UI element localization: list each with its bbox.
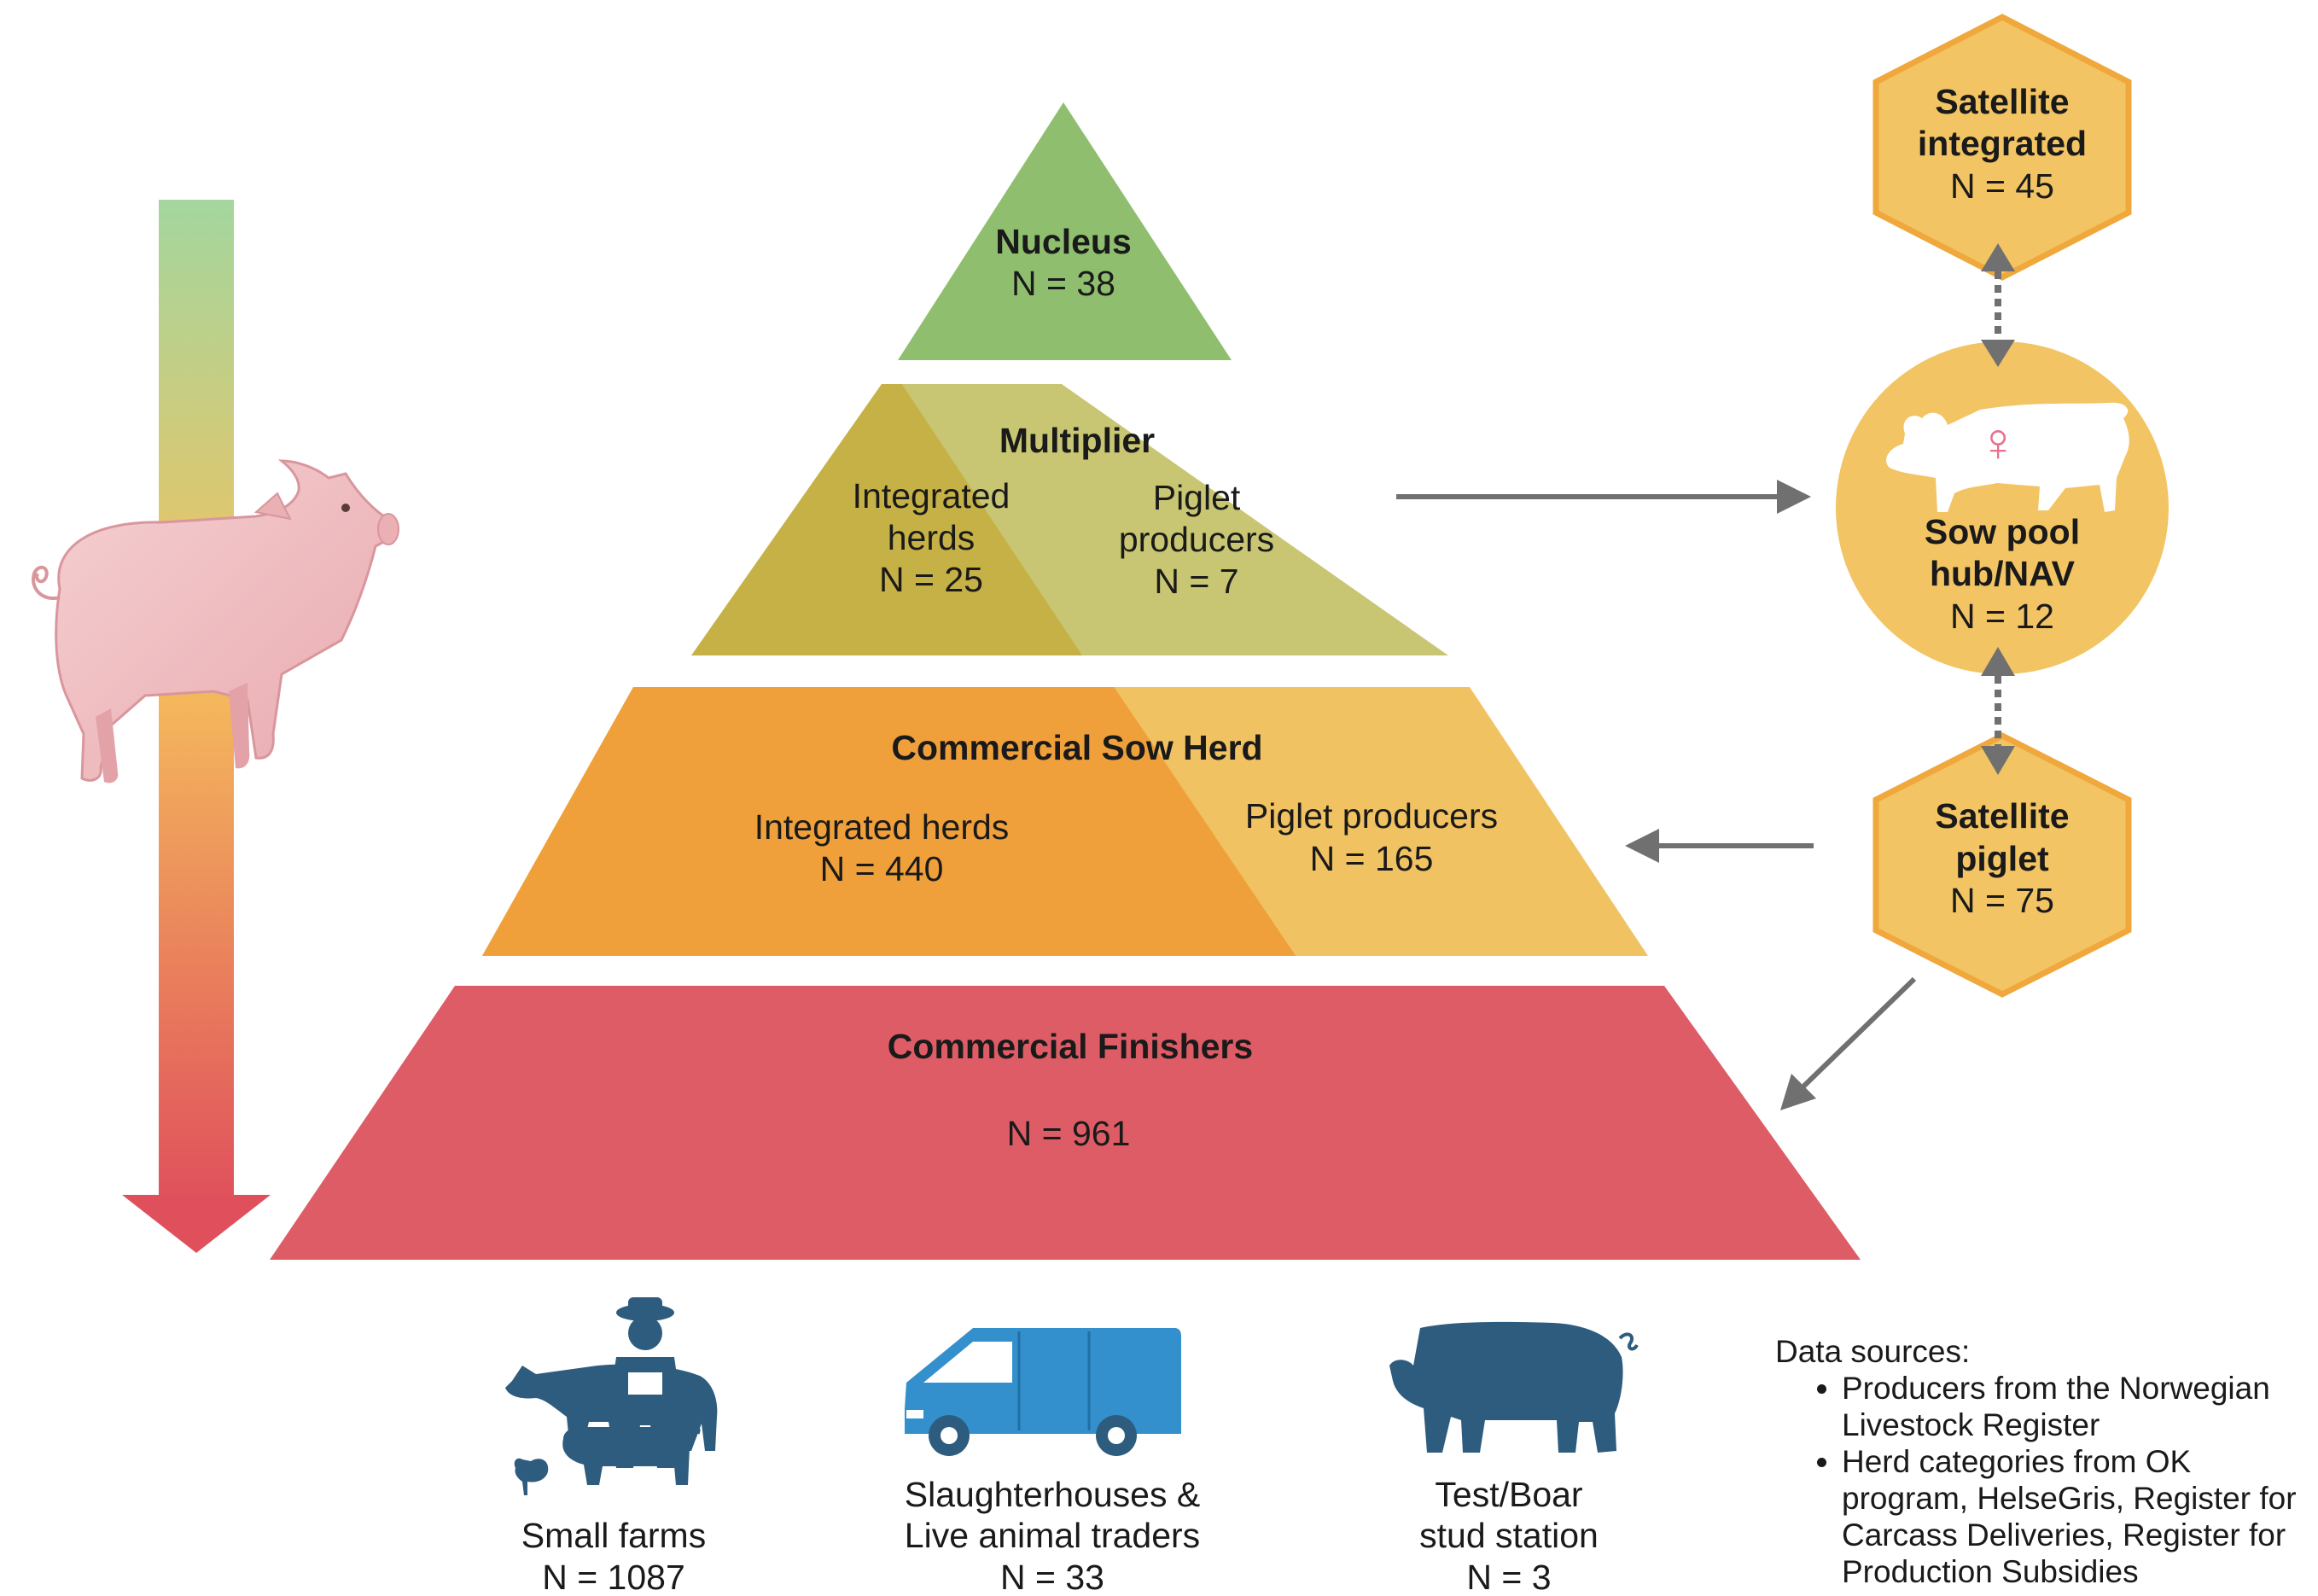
sow-integrated-label: Integrated herds [754, 807, 1010, 847]
female-symbol-icon: ♀ [1977, 411, 2018, 473]
data-source-item: Herd categories from OK program, HelseGr… [1842, 1443, 2318, 1590]
sow-piglet-label: Piglet producers [1245, 796, 1498, 836]
sow-pool-line2: hub/NAV [1930, 554, 2076, 593]
sow-herd-title: Commercial Sow Herd [891, 728, 1262, 767]
slaughter-count: N = 33 [1000, 1558, 1104, 1596]
small-farms-label: Small farms [521, 1516, 706, 1555]
slaughter-label-line2: Live animal traders [905, 1516, 1200, 1555]
multiplier-integrated-line1: Integrated [853, 476, 1010, 515]
satellite-integrated-line2: integrated [1918, 124, 2087, 163]
arrow-piglet-to-finishers [1800, 976, 1917, 1090]
test-boar-label-line2: stud station [1419, 1516, 1599, 1555]
satellite-integrated-count: N = 45 [1950, 166, 2054, 206]
data-sources-title: Data sources: [1775, 1334, 1971, 1369]
satellite-integrated-node: Satellite integrated N = 45 [1872, 14, 2132, 281]
piglet-illustration [32, 459, 399, 783]
sow-pool-hub-node: ♀ Sow pool hub/NAV N = 12 [1836, 341, 2169, 674]
sow-herd-tier: Commercial Sow Herd Integrated herds N =… [482, 687, 1648, 956]
slaughter-label-line1: Slaughterhouses & [905, 1475, 1200, 1514]
flow-arrows [1396, 243, 2015, 1110]
sow-pool-count: N = 12 [1950, 597, 2054, 636]
sow-pool-line1: Sow pool [1925, 512, 2080, 551]
small-farms-count: N = 1087 [542, 1558, 685, 1596]
nucleus-count: N = 38 [1011, 264, 1115, 303]
multiplier-integrated-line2: herds [888, 518, 976, 557]
test-boar-label-line1: Test/Boar [1435, 1475, 1582, 1514]
satellite-piglet-line2: piglet [1955, 839, 2049, 878]
multiplier-integrated-count: N = 25 [879, 560, 983, 599]
satellite-piglet-node: Satellite piglet N = 75 [1872, 732, 2132, 998]
van-icon [905, 1328, 1181, 1456]
multiplier-title: Multiplier [999, 421, 1155, 460]
finishers-count: N = 961 [1007, 1114, 1131, 1153]
multiplier-piglet-line2: producers [1119, 520, 1274, 559]
hierarchy-direction-arrow [122, 200, 271, 1253]
multiplier-tier: Multiplier Integrated herds N = 25 Pigle… [691, 384, 1448, 655]
satellite-piglet-count: N = 75 [1950, 881, 2054, 920]
finishers-title: Commercial Finishers [888, 1027, 1253, 1066]
sow-piglet-count: N = 165 [1310, 839, 1434, 878]
pig-icon [1389, 1321, 1639, 1453]
multiplier-piglet-line1: Piglet [1153, 478, 1241, 517]
data-sources-list: Producers from the Norwegian Livestock R… [1775, 1370, 2318, 1590]
nucleus-tier: Nucleus N = 38 [898, 102, 1232, 360]
farmer-livestock-icon [505, 1297, 718, 1495]
finishers-tier: Commercial Finishers N = 961 [270, 986, 1861, 1260]
test-boar-count: N = 3 [1466, 1558, 1551, 1596]
data-source-item: Producers from the Norwegian Livestock R… [1842, 1370, 2318, 1443]
satellite-integrated-line1: Satellite [1935, 82, 2069, 121]
sow-integrated-count: N = 440 [820, 849, 944, 888]
nucleus-title: Nucleus [995, 222, 1132, 261]
data-sources-note: Data sources: Producers from the Norwegi… [1775, 1333, 2318, 1590]
satellite-piglet-line1: Satellite [1935, 796, 2069, 836]
sow-silhouette-icon [1886, 402, 2129, 512]
multiplier-piglet-count: N = 7 [1154, 562, 1238, 601]
